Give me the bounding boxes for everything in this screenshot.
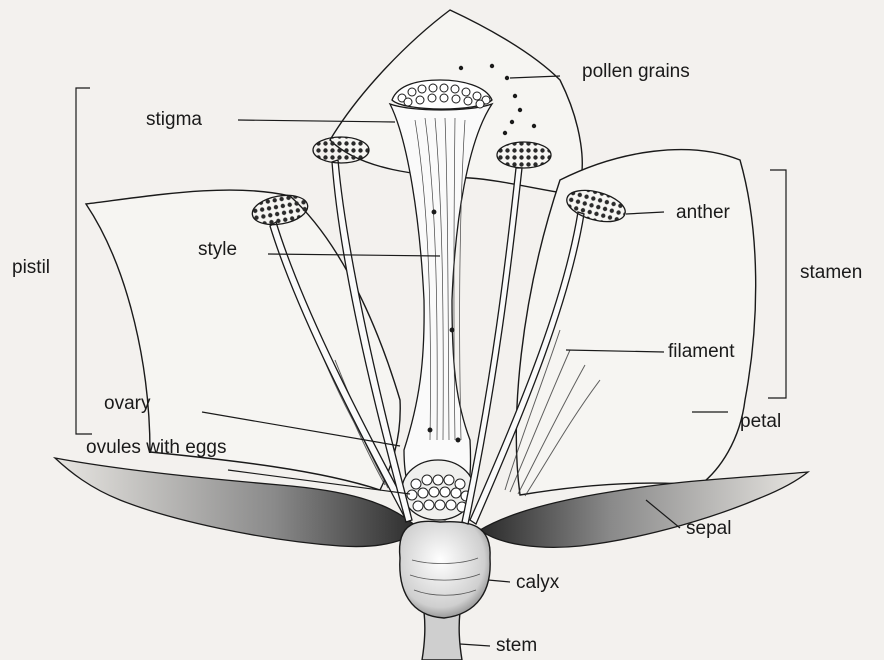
label-stamen: stamen	[800, 263, 862, 282]
label-petal: petal	[740, 412, 781, 431]
label-calyx: calyx	[516, 573, 559, 592]
label-filament: filament	[668, 342, 735, 361]
pistil-bracket	[76, 88, 92, 434]
stem-and-calyx	[400, 521, 491, 660]
ovules	[407, 475, 471, 512]
stem-shape	[422, 612, 462, 660]
label-anther: anther	[676, 203, 730, 222]
label-pollen-grains: pollen grains	[582, 62, 690, 81]
label-sepal: sepal	[686, 519, 731, 538]
stem-leader	[460, 644, 490, 646]
label-ovules-with-eggs: ovules with eggs	[86, 438, 226, 457]
label-stigma: stigma	[146, 110, 202, 129]
label-ovary: ovary	[104, 394, 150, 413]
label-pistil: pistil	[12, 258, 50, 277]
anther-2	[313, 137, 369, 163]
label-stem: stem	[496, 636, 537, 655]
label-style: style	[198, 240, 237, 259]
calyx-shape	[400, 521, 491, 618]
anther-3	[497, 142, 551, 168]
stamen-bracket	[768, 170, 786, 398]
calyx-leader	[488, 580, 510, 582]
